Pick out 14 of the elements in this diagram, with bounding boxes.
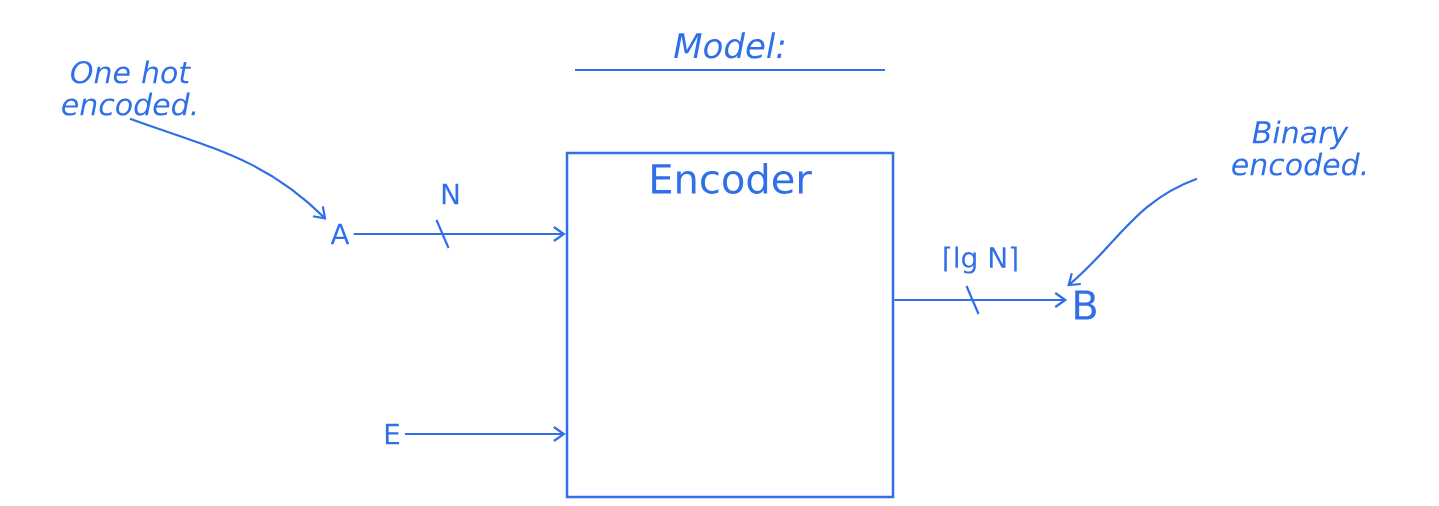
title: Model:	[575, 32, 885, 72]
signal-name: B	[1075, 290, 1096, 320]
edge-label: ⌈lg N⌉	[944, 246, 1017, 274]
arrow	[129, 117, 327, 220]
arrow	[894, 292, 1068, 308]
arrow	[404, 426, 566, 442]
arrow	[353, 226, 566, 242]
annotation-text: Binary encoded.	[1232, 120, 1366, 176]
edge-label: N	[442, 183, 459, 205]
annotation-text: One hot encoded.	[62, 60, 196, 116]
signal-name: A	[330, 223, 350, 245]
arrow	[1067, 177, 1198, 287]
encoder-box: Encoder	[565, 151, 895, 499]
signal-name: E	[385, 423, 400, 445]
